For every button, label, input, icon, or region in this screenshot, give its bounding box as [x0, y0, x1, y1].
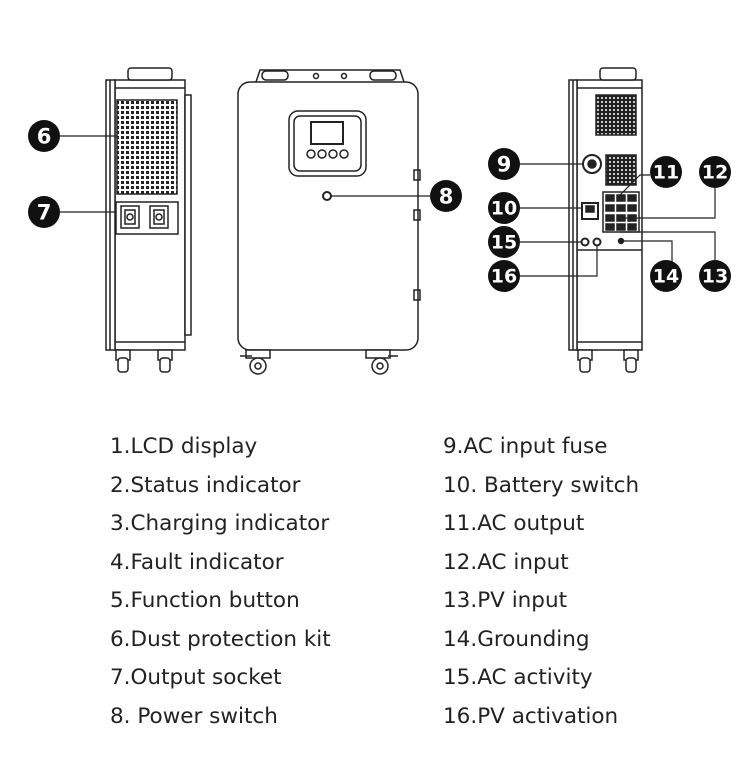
- callout-7: 7: [28, 196, 60, 228]
- legend-right: 9.AC input fuse 10. Battery switch 11.AC…: [443, 428, 750, 736]
- back-fan-lower: [605, 154, 637, 186]
- dust-protection-mesh: [116, 99, 178, 195]
- callout-13: 13: [699, 260, 731, 292]
- front-handle: [255, 69, 405, 83]
- front-wheels: [240, 349, 398, 375]
- legend-item: 6.Dust protection kit: [110, 626, 331, 652]
- legend-item: 14.Grounding: [443, 626, 590, 652]
- lcd-display: [310, 121, 344, 145]
- callout-15: 15: [488, 226, 520, 258]
- legend-item: 8. Power switch: [110, 703, 278, 729]
- legend-item: 15.AC activity: [443, 665, 593, 690]
- legend-item: 13.PV input: [443, 588, 568, 613]
- function-button: [306, 149, 316, 159]
- battery-switch: [581, 202, 599, 220]
- legend-item: 2.Status indicator: [110, 472, 301, 498]
- legend-item: 11.AC output: [443, 511, 585, 536]
- front-control-panel: [288, 110, 367, 177]
- legend-item: 10. Battery switch: [443, 472, 640, 498]
- svg-text:7: 7: [37, 201, 52, 225]
- product-diagram: 6 7 8 9 10 11 12 13 14 15 16: [28, 67, 731, 375]
- svg-text:10: 10: [491, 198, 517, 220]
- back-fan-upper: [595, 94, 637, 136]
- back-wheels: [577, 349, 639, 373]
- output-sockets: [115, 201, 179, 235]
- back-view: [568, 67, 643, 373]
- terminal-block: [602, 191, 640, 233]
- svg-text:13: 13: [702, 266, 728, 288]
- legend-item: 7.Output socket: [110, 665, 282, 690]
- legend-item: 16.PV activation: [443, 703, 619, 729]
- callout-8: 8: [430, 180, 462, 212]
- legend-item: 1.LCD display: [110, 434, 258, 459]
- svg-text:14: 14: [653, 266, 679, 288]
- front-view: [237, 69, 421, 375]
- legend-item: 12.AC input: [443, 549, 569, 575]
- legend-item: 9.AC input fuse: [443, 434, 608, 459]
- callout-10: 10: [488, 192, 520, 224]
- svg-text:11: 11: [653, 162, 679, 184]
- callout-12: 12: [699, 156, 731, 188]
- svg-text:12: 12: [702, 162, 728, 184]
- legend-item: 3.Charging indicator: [110, 511, 330, 536]
- ac-input-fuse: [582, 154, 602, 174]
- svg-text:9: 9: [497, 153, 512, 177]
- side-view-left: [105, 67, 192, 373]
- callout-6: 6: [28, 120, 60, 152]
- svg-text:15: 15: [491, 232, 517, 254]
- callout-16: 16: [488, 260, 520, 292]
- callout-9: 9: [488, 148, 520, 180]
- svg-text:16: 16: [491, 266, 517, 288]
- callout-14: 14: [650, 260, 682, 292]
- svg-text:8: 8: [439, 185, 454, 209]
- legend-left: 1.LCD display 2.Status indicator 3.Charg…: [110, 428, 440, 736]
- leader-lines: [60, 135, 716, 277]
- callout-11: 11: [650, 156, 682, 188]
- side-left-wheels: [115, 349, 173, 373]
- legend-item: 4.Fault indicator: [110, 549, 284, 575]
- legend-item: 5.Function button: [110, 588, 300, 613]
- svg-text:6: 6: [37, 125, 52, 149]
